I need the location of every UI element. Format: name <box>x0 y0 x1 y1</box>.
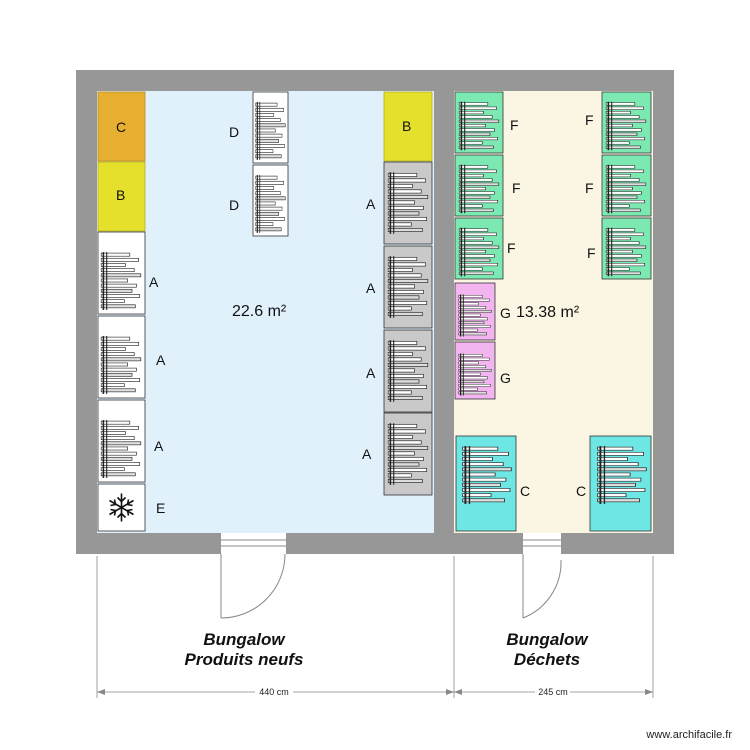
label-d: D <box>229 124 239 140</box>
shelf-a-left-1 <box>97 231 146 315</box>
dimension-lines <box>96 556 654 698</box>
door-right <box>522 533 562 619</box>
label-a: A <box>366 196 376 212</box>
title-right-line2: Déchets <box>514 650 580 669</box>
door-left <box>220 533 286 619</box>
label-a: A <box>154 438 164 454</box>
shelf-f-right-1 <box>601 91 652 154</box>
shelf-g-2 <box>454 341 496 400</box>
label-e: E <box>156 500 165 516</box>
shelf-a-right-2 <box>383 245 433 329</box>
label-f: F <box>587 245 596 261</box>
label-c: C <box>576 483 586 499</box>
label-f: F <box>585 180 594 196</box>
dimension-right: 245 cm <box>538 687 568 697</box>
shelf-d-1 <box>252 91 289 164</box>
label-a: A <box>156 352 166 368</box>
dimension-left: 440 cm <box>259 687 289 697</box>
block-c-left <box>97 91 146 162</box>
shelf-a-right-3 <box>383 329 433 413</box>
label-f: F <box>507 240 516 256</box>
label-b: B <box>402 118 411 134</box>
block-b-left <box>97 161 146 232</box>
title-left-line2: Produits neufs <box>184 650 303 669</box>
block-b-right <box>383 91 433 162</box>
label-a: A <box>362 446 372 462</box>
label-g: G <box>500 370 511 386</box>
shelf-d-2 <box>252 164 289 237</box>
shelf-a-right-1 <box>383 161 433 245</box>
label-f: F <box>510 117 519 133</box>
label-c: C <box>116 119 126 135</box>
label-a: A <box>366 280 376 296</box>
label-a: A <box>366 365 376 381</box>
watermark: www.archifacile.fr <box>645 729 732 741</box>
title-right-line1: Bungalow <box>506 630 589 649</box>
shelf-f-right-2 <box>601 154 652 217</box>
shelf-g-1 <box>454 282 496 341</box>
shelf-c-right-1 <box>455 435 517 532</box>
shelf-a-right-4 <box>383 412 433 496</box>
label-f: F <box>585 112 594 128</box>
shelf-a-left-3 <box>97 399 146 483</box>
label-f: F <box>512 180 521 196</box>
shelf-a-left-2 <box>97 315 146 399</box>
label-a: A <box>149 274 159 290</box>
shelf-f-left-3 <box>454 217 504 280</box>
freezer-e <box>97 483 146 532</box>
area-left: 22.6 m² <box>232 303 287 320</box>
title-left-line1: Bungalow <box>203 630 286 649</box>
shelf-f-left-1 <box>454 91 504 154</box>
label-d: D <box>229 197 239 213</box>
shelf-f-left-2 <box>454 154 504 217</box>
area-right: 13.38 m² <box>516 304 580 321</box>
snowflake-icon <box>109 493 134 522</box>
label-g: G <box>500 305 511 321</box>
label-c: C <box>520 483 530 499</box>
shelf-f-right-3 <box>601 217 652 280</box>
dimension-arrows <box>97 689 653 695</box>
shelf-c-right-2 <box>589 435 652 532</box>
label-b: B <box>116 187 125 203</box>
